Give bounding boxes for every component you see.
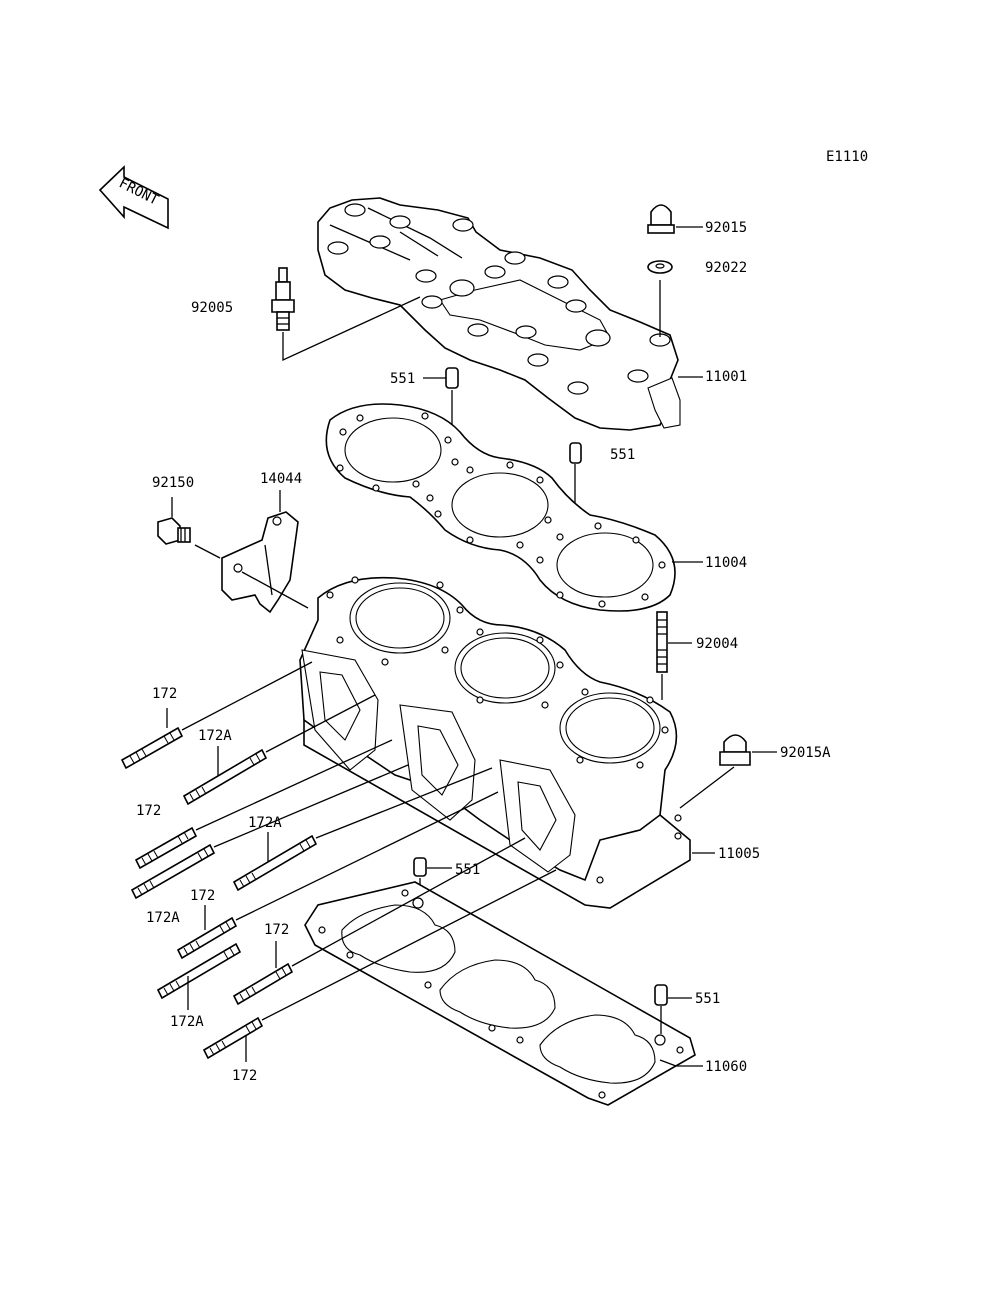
label-172-e: 172 bbox=[232, 1068, 257, 1084]
front-arrow-icon: FRONT bbox=[98, 165, 169, 230]
label-172-a: 172 bbox=[152, 686, 177, 702]
head-gasket bbox=[325, 403, 676, 612]
label-172-c: 172 bbox=[190, 888, 215, 904]
label-551-right: 551 bbox=[610, 447, 635, 463]
label-172A-d: 172A bbox=[170, 1014, 204, 1030]
label-92005: 92005 bbox=[191, 300, 233, 316]
label-92022: 92022 bbox=[705, 260, 747, 276]
label-551-low: 551 bbox=[695, 991, 720, 1007]
stud-172A-c bbox=[232, 834, 318, 892]
cylinder-block bbox=[299, 576, 691, 909]
label-92004: 92004 bbox=[696, 636, 738, 652]
stud-172-b bbox=[134, 826, 198, 870]
stud-172-d bbox=[232, 962, 294, 1006]
dowel-pin-icon bbox=[654, 984, 668, 1006]
stud-bolt-icon bbox=[656, 611, 668, 673]
dowel-pin-icon bbox=[413, 857, 427, 877]
stud-172A-a bbox=[182, 748, 268, 806]
label-92150: 92150 bbox=[152, 475, 194, 491]
base-gasket bbox=[304, 881, 696, 1106]
label-11001: 11001 bbox=[705, 369, 747, 385]
cylinder-head bbox=[317, 197, 681, 431]
acorn-nut-icon bbox=[647, 204, 675, 234]
label-11060: 11060 bbox=[705, 1059, 747, 1075]
head-gasket-holes bbox=[336, 412, 666, 608]
label-92015: 92015 bbox=[705, 220, 747, 236]
dowel-pin-icon bbox=[569, 442, 582, 464]
label-172A-b: 172A bbox=[248, 815, 282, 831]
cylinder-block-holes bbox=[326, 576, 682, 884]
diagram-code: E1110 bbox=[826, 149, 868, 165]
label-11005: 11005 bbox=[718, 846, 760, 862]
stud-172-a bbox=[120, 726, 184, 770]
label-172-d: 172 bbox=[264, 922, 289, 938]
spark-plug-icon bbox=[271, 267, 295, 331]
label-551-mid: 551 bbox=[455, 862, 480, 878]
stud-172A-b bbox=[130, 843, 216, 900]
label-172-b: 172 bbox=[136, 803, 161, 819]
label-551-top: 551 bbox=[390, 371, 415, 387]
stud-172A-d bbox=[156, 942, 242, 1000]
stud-172-e bbox=[202, 1016, 264, 1060]
label-14044: 14044 bbox=[260, 471, 302, 487]
stud-172-c bbox=[176, 916, 238, 960]
acorn-nut-icon bbox=[719, 734, 751, 766]
label-172A-c: 172A bbox=[146, 910, 180, 926]
cylinder-head-bolt-bosses bbox=[327, 203, 671, 395]
label-172A-a: 172A bbox=[198, 728, 232, 744]
dowel-pin-icon bbox=[445, 367, 459, 389]
label-92015A: 92015A bbox=[780, 745, 831, 761]
label-11004: 11004 bbox=[705, 555, 747, 571]
bracket-icon bbox=[221, 511, 299, 614]
bolt-icon bbox=[157, 517, 191, 545]
base-gasket-holes bbox=[318, 889, 684, 1099]
